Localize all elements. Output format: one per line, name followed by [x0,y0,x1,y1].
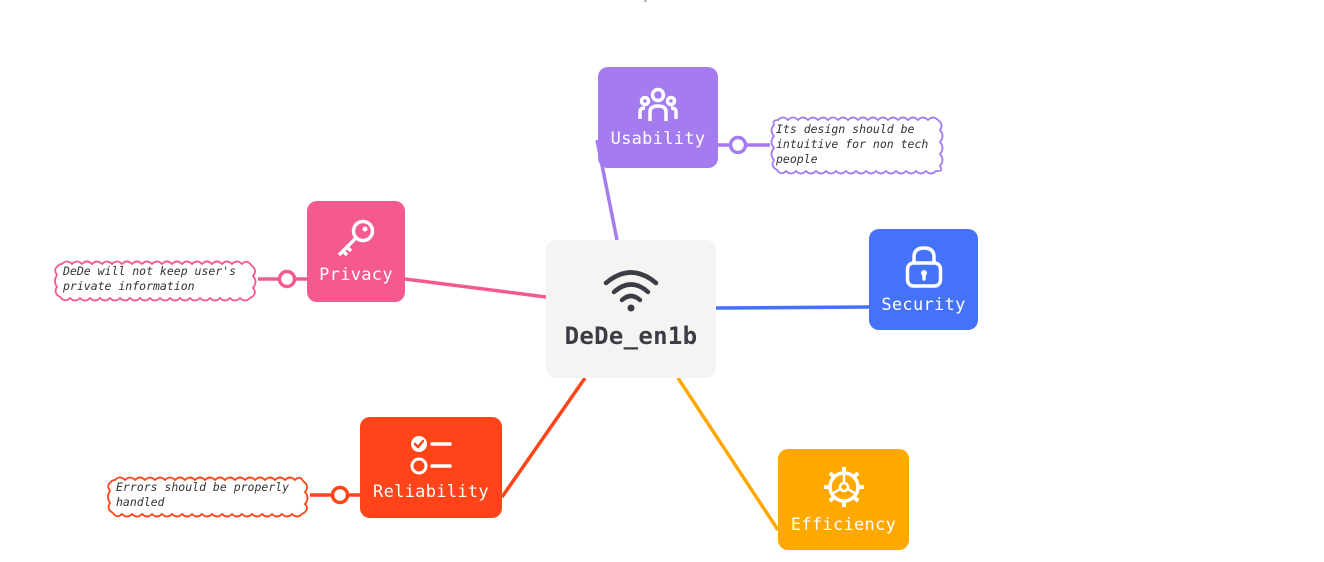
link-efficiency [676,377,780,531]
branch-label-reliability: Reliability [373,481,489,502]
branch-node-reliability[interactable]: Reliability [360,417,502,518]
users-icon [636,87,680,123]
branch-node-usability[interactable]: Usability [598,67,718,168]
note-line: private information [63,279,195,293]
note-line: intuitive for non tech [776,137,929,151]
note-handle-reliability[interactable] [330,485,350,505]
note-line: DeDe will not keep user's [63,264,237,278]
link-reliability [500,376,587,499]
branch-node-efficiency[interactable]: Efficiency [778,449,909,550]
branch-label-security: Security [881,294,966,315]
link-security [715,305,870,310]
note-usability[interactable]: Its design should be intuitive for non t… [768,114,946,176]
central-topic-node[interactable]: DeDe_en1b [546,240,716,378]
branch-node-security[interactable]: Security [869,229,978,330]
gear-icon [822,465,866,509]
branch-label-usability: Usability [610,128,706,149]
lock-icon [904,245,944,289]
note-cloud-outline [54,260,257,302]
branch-label-efficiency: Efficiency [790,514,897,535]
note-cloud-outline [770,116,944,175]
branch-node-privacy[interactable]: Privacy [307,201,405,302]
note-handle-usability[interactable] [728,135,748,155]
checklist-icon [409,434,453,476]
note-line: handled [116,495,165,509]
note-privacy[interactable]: DeDe will not keep user's private inform… [52,258,259,303]
branch-label-privacy: Privacy [319,264,393,285]
note-handle-privacy[interactable] [277,269,297,289]
key-icon [334,219,378,259]
central-topic-label: DeDe_en1b [564,322,698,350]
note-cloud-outline [107,476,309,518]
link-privacy [404,277,547,299]
note-reliability[interactable]: Errors should be properly handled [105,474,311,519]
note-line: people [776,152,818,166]
note-line: Its design should be [776,122,915,136]
canvas-marker [644,0,647,2]
wifi-icon [602,268,660,312]
note-line: Errors should be properly [116,480,290,494]
